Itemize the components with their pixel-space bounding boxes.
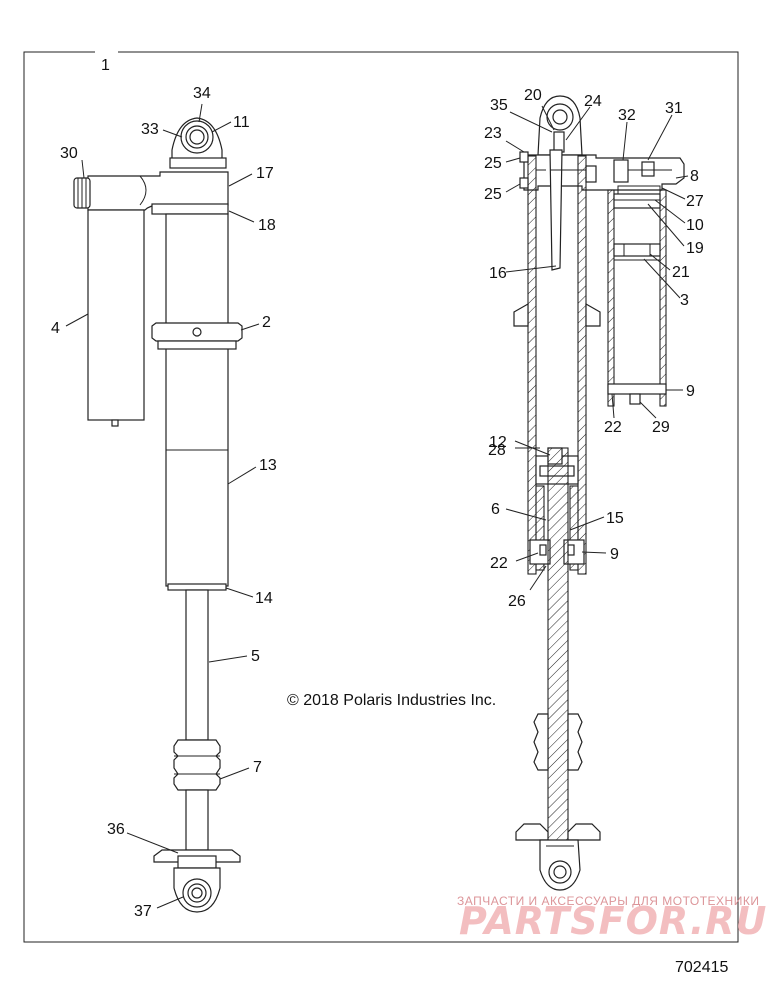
callout-32: 32 [618,107,636,124]
shock-exterior-view [73,117,243,913]
shock-section-view [513,95,685,891]
callout-21: 21 [672,264,690,281]
callout-labels: 1 34 33 11 30 17 18 4 2 13 14 5 7 36 37 … [51,57,704,920]
section-bumper [533,713,583,771]
callout-17: 17 [256,165,274,182]
section-tube-left-wall [527,155,537,575]
callout-19: 19 [686,240,704,257]
figure-number: 702415 [675,959,728,976]
callout-7: 7 [253,759,262,776]
preload-ring [151,322,243,350]
callout-3: 3 [680,292,689,309]
callout-2: 2 [262,314,271,331]
section-reservoir [607,189,667,407]
figure-border [23,51,739,943]
callout-33: 33 [141,121,159,138]
watermark-tagline: ЗАПЧАСТИ И АКСЕССУАРЫ ДЛЯ МОТОТЕХНИКИ [457,894,759,908]
reservoir-valve [585,159,672,197]
callout-35: 35 [490,97,508,114]
bottom-eyelet [173,867,221,913]
callout-23: 23 [484,125,502,142]
callout-31: 31 [665,100,683,117]
callout-12: 12 [489,434,507,451]
section-top-eyelet [537,95,583,156]
callout-5: 5 [251,648,260,665]
bumper [173,739,221,791]
reservoir [87,209,145,427]
callout-8: 8 [690,168,699,185]
top-eyelet [169,117,227,169]
callout-34: 34 [193,85,211,102]
callout-37: 37 [134,903,152,920]
callout-11: 11 [233,114,250,131]
shaft [185,589,209,741]
callout-20: 20 [524,87,542,104]
callout-25b: 25 [484,186,502,203]
callout-15: 15 [606,510,624,527]
callout-27: 27 [686,193,704,210]
callout-9b: 9 [610,546,619,563]
callout-26: 26 [508,593,526,610]
callout-18: 18 [258,217,276,234]
leader-lines [65,103,689,909]
callout-1: 1 [101,57,110,74]
seal-band [167,583,227,591]
callout-6: 6 [491,501,500,518]
callout-13: 13 [259,457,277,474]
callout-4: 4 [51,320,60,337]
section-shaft [547,447,569,849]
callout-14: 14 [255,590,273,607]
callout-29: 29 [652,419,670,436]
section-seal-head [529,539,585,565]
watermark: ЗАПЧАСТИ И АКСЕССУАРЫ ДЛЯ МОТОТЕХНИКИ PA… [457,894,767,943]
section-body-cap [523,154,685,191]
body-cap [73,171,229,215]
watermark-brand: PARTSFOR.RU [459,899,767,943]
callout-9a: 9 [686,383,695,400]
section-needle [549,149,563,271]
section-tube-right-wall [577,155,587,575]
callout-22a: 22 [604,419,622,436]
body-tube [165,213,229,587]
callout-28: 28 [488,442,506,459]
callout-36: 36 [107,821,125,838]
section-bottom-eyelet [539,839,581,891]
callout-24: 24 [584,93,602,110]
bottom-cup [153,849,241,869]
callout-30: 30 [60,145,78,162]
callout-25a: 25 [484,155,502,172]
copyright-text: © 2018 Polaris Industries Inc. [287,692,496,709]
callout-10: 10 [686,217,704,234]
callout-16: 16 [489,265,507,282]
callout-22b: 22 [490,555,508,572]
